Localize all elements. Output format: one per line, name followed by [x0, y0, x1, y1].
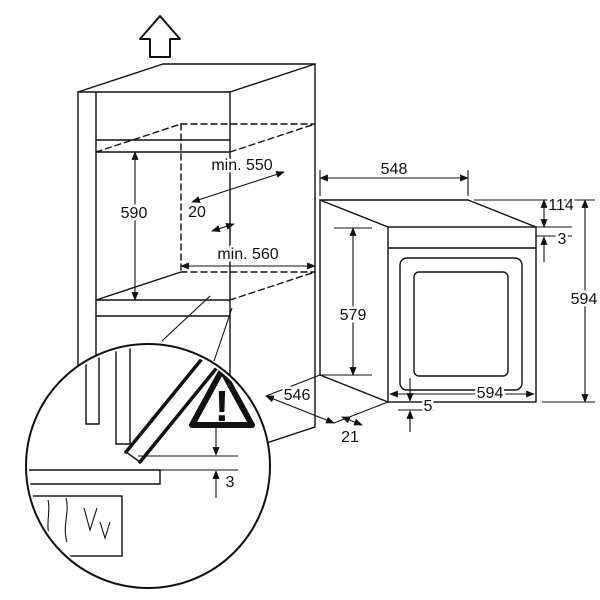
dim-front-protrusion-line [341, 416, 363, 426]
warning-triangle-icon: ! [189, 367, 255, 431]
oven-body [319, 199, 537, 403]
dim-rear-gap: 20 [188, 204, 206, 221]
dim-rear-gap-line [211, 223, 235, 232]
detail-section: 3 ! [29, 347, 255, 557]
shelf-section [29, 469, 161, 485]
detail-gap-dimension: 3 [138, 428, 238, 498]
oven-front-edge-section [124, 347, 230, 464]
dim-niche-width-min: min. 560 [217, 246, 278, 263]
detail-callout: 3 ! [25, 295, 271, 589]
oven-niche [95, 139, 231, 317]
dim-detail-gap: 3 [226, 474, 235, 491]
dim-top-gap: 3 [558, 231, 567, 248]
detail-circle [25, 343, 271, 589]
dim-oven-depth: 546 [284, 387, 311, 404]
dim-bottom-overlap: 5 [424, 398, 433, 415]
detail-leader-line [161, 295, 211, 342]
dim-front-protrusion: 21 [341, 429, 359, 446]
dim-niche-depth-min: min. 550 [211, 157, 272, 174]
airflow-up-arrow-icon [139, 15, 181, 58]
dim-niche-depth-line [191, 171, 285, 203]
dim-oven-width-top: 548 [381, 161, 408, 178]
oven-door-glass [413, 271, 509, 377]
oven-door [399, 257, 523, 391]
dim-depth-line [265, 395, 335, 424]
detail-leader-line [213, 307, 233, 362]
niche-hidden-edges [95, 123, 316, 301]
warning-exclamation: ! [215, 382, 230, 431]
cabinet-dimensions: 590 min. 550 20 min. 560 [118, 151, 316, 301]
dim-niche-height: 590 [121, 205, 148, 222]
dim-oven-overall-height: 594 [571, 291, 598, 308]
dim-oven-overall-width: 594 [477, 385, 504, 402]
cabinet [77, 15, 316, 456]
dim-control-panel-height: 114 [548, 197, 574, 214]
dim-oven-body-height: 579 [340, 307, 367, 324]
oven-dimensions: 548 114 3 594 579 594 5 546 21 [265, 159, 600, 449]
oven [319, 199, 537, 403]
